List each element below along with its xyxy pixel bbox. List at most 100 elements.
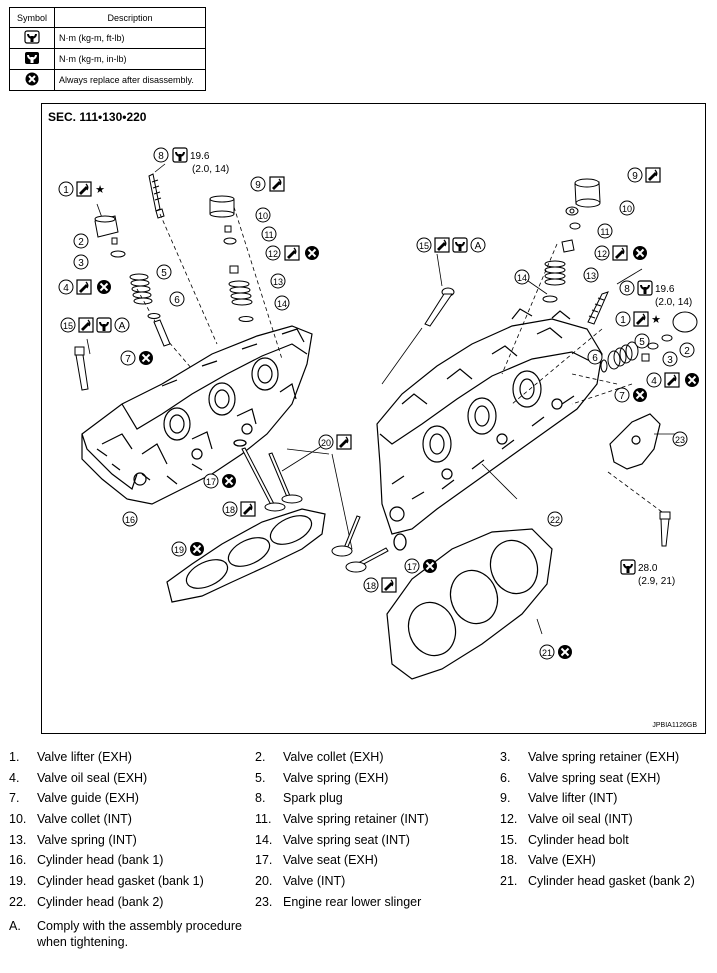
callout-12-left: 12 (265, 245, 281, 261)
valve-spring-retainer-int-right (569, 222, 581, 230)
replace-icon (557, 644, 573, 660)
torque-value-left: 19.6 (190, 151, 210, 162)
replace-icon (422, 558, 438, 574)
callout-a-right: A (470, 237, 486, 253)
note-label: A. (9, 919, 21, 933)
star-mark: ★ (651, 314, 661, 326)
figure-code: JPBIA1126GB (652, 722, 697, 729)
valve-spring-seat-exh-left (147, 313, 161, 319)
svg-text:16: 16 (125, 515, 135, 525)
callout-12-right: 12 (594, 245, 610, 261)
valve-oil-seal-int-right (561, 239, 575, 253)
svg-text:10: 10 (622, 204, 632, 214)
callout-10-left: 10 (255, 207, 271, 223)
cylinder-head-bank2 (376, 308, 603, 535)
callout-5-left: 5 (156, 264, 172, 280)
valve-seat-left (233, 439, 247, 447)
callout-17-left: 17 (203, 473, 219, 489)
callout-2-left: 2 (73, 233, 89, 249)
svg-text:3: 3 (78, 258, 84, 269)
spark-plug-left (148, 173, 165, 219)
valve-guide-exh-left (153, 319, 171, 347)
svg-text:21: 21 (542, 648, 552, 658)
torque-value-slinger: 28.0 (638, 563, 658, 574)
valve-seat-right (393, 533, 407, 551)
callout-21: 21 (539, 644, 555, 660)
callout-20-left: 20 (318, 434, 334, 450)
replace-icon (96, 279, 112, 295)
description-header: Description (54, 7, 206, 28)
svg-text:12: 12 (597, 249, 607, 259)
svg-text:17: 17 (206, 477, 216, 487)
legend-row-text: N·m (kg-m, ft-lb) (54, 27, 206, 49)
callout-9-left: 9 (250, 176, 266, 192)
slinger-bolt (659, 511, 671, 547)
cylinder-head-bolt-right (424, 287, 455, 327)
spark-plug-right (587, 291, 609, 325)
svg-text:7: 7 (619, 391, 625, 402)
svg-text:1: 1 (63, 185, 69, 196)
svg-text:7: 7 (125, 354, 131, 365)
callout-13-right: 13 (583, 267, 599, 283)
svg-text:8: 8 (158, 151, 164, 162)
callout-1-right: 1 (615, 311, 631, 327)
valve-oil-seal-int-left (229, 265, 239, 274)
callout-8-right: 8 (619, 280, 635, 296)
callout-15-left: 15 (60, 317, 76, 333)
callout-a-left: A (114, 317, 130, 333)
svg-text:13: 13 (586, 271, 596, 281)
note-text: Comply with the assembly procedure when … (37, 919, 242, 949)
svg-text:11: 11 (600, 227, 609, 237)
svg-text:2: 2 (78, 237, 84, 248)
callout-10-right: 10 (619, 200, 635, 216)
section-title: SEC. 111•130•220 (48, 110, 147, 124)
torque-wrench-icon (172, 147, 188, 163)
svg-text:6: 6 (174, 295, 180, 306)
oil-can-icon (284, 245, 300, 261)
valve-collet-int-right (565, 206, 579, 216)
callout-7-right: 7 (614, 387, 630, 403)
exploded-diagram: 8 9 1 10 2 11 12 3 5 13 4 6 14 15 7 20 (41, 103, 706, 734)
callout-14-right: 14 (514, 269, 530, 285)
valve-spring-retainer-exh-right (647, 342, 659, 350)
callout-11-left: 11 (261, 226, 277, 242)
svg-text:9: 9 (632, 171, 638, 182)
torque-wrench-icon (637, 280, 653, 296)
valve-oil-seal-exh-right (641, 353, 650, 362)
svg-text:15: 15 (419, 241, 429, 251)
valve-spring-exh-right (607, 341, 639, 370)
oil-can-icon (612, 245, 628, 261)
valve-spring-seat-int-left (238, 316, 254, 322)
torque-wrench-icon (452, 237, 468, 253)
torque-value-left-sub: (2.0, 14) (192, 164, 229, 175)
svg-text:11: 11 (264, 230, 273, 240)
replace-icon (304, 245, 320, 261)
callout-6-left: 6 (169, 291, 185, 307)
svg-text:4: 4 (63, 283, 69, 294)
svg-text:10: 10 (258, 211, 268, 221)
valve-spring-retainer-exh-left (110, 250, 126, 258)
torque-value-slinger-sub: (2.9, 21) (638, 576, 675, 587)
replace-icon (684, 372, 700, 388)
valve-lifter-int-left (209, 195, 235, 218)
valve-spring-seat-int-right (542, 295, 558, 303)
valve-spring-int-left (228, 280, 253, 306)
svg-text:5: 5 (639, 337, 645, 348)
replace-icon (189, 541, 205, 557)
callout-7-left: 7 (120, 350, 136, 366)
svg-text:5: 5 (161, 268, 167, 279)
valve-collet-exh-right (661, 334, 673, 342)
valves-right (331, 515, 389, 573)
callout-23: 23 (672, 431, 688, 447)
oil-can-icon (664, 372, 680, 388)
cylinder-head-bolt-left (74, 346, 89, 391)
symbol-header: Symbol (9, 7, 55, 28)
callout-9-right: 9 (627, 167, 643, 183)
callout-17-right: 17 (404, 558, 420, 574)
oil-can-icon (434, 237, 450, 253)
valve-spring-exh-left (129, 273, 153, 305)
svg-text:9: 9 (255, 180, 261, 191)
callout-3-left: 3 (73, 254, 89, 270)
valve-spring-seat-exh-right (600, 359, 608, 373)
torque-value-right: 19.6 (655, 284, 675, 295)
